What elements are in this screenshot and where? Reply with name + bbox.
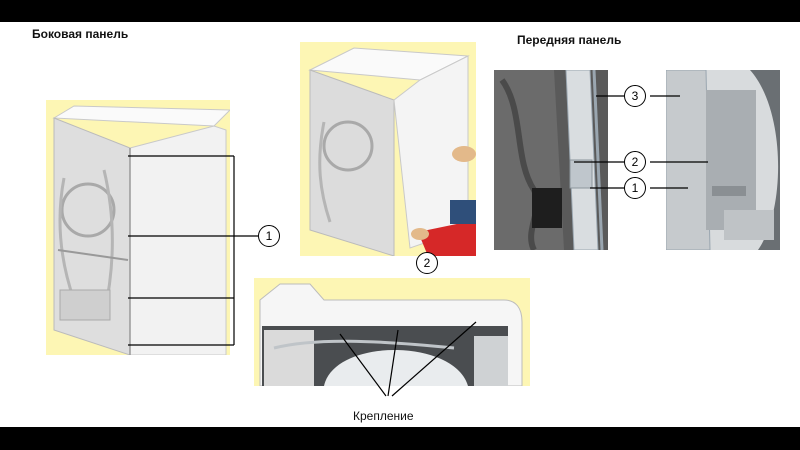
front-panel-heading: Передняя панель (517, 33, 622, 47)
fastening-caption: Крепление (353, 409, 414, 423)
fastening-arrow-right (391, 321, 477, 397)
front-panel-closeup-right (666, 70, 780, 250)
letterbox-top (0, 0, 800, 22)
instruction-slide: Боковая панель Передняя панель (0, 22, 800, 427)
leader-lines (128, 95, 708, 397)
side-panel-photo (46, 100, 230, 355)
panel-removal-photo (300, 42, 476, 256)
callout-front-1: 1 (624, 177, 646, 199)
fastening-arrow-middle (387, 329, 399, 397)
front-panel-closeup-left (494, 70, 608, 250)
callout-front-3: 3 (624, 85, 646, 107)
letterbox-bottom (0, 427, 800, 450)
callout-side-1: 1 (258, 225, 280, 247)
callout-front-2: 2 (624, 151, 646, 173)
side-panel-heading: Боковая панель (32, 27, 129, 41)
callout-removal-2: 2 (416, 252, 438, 274)
fastening-arrow-left (339, 333, 387, 397)
